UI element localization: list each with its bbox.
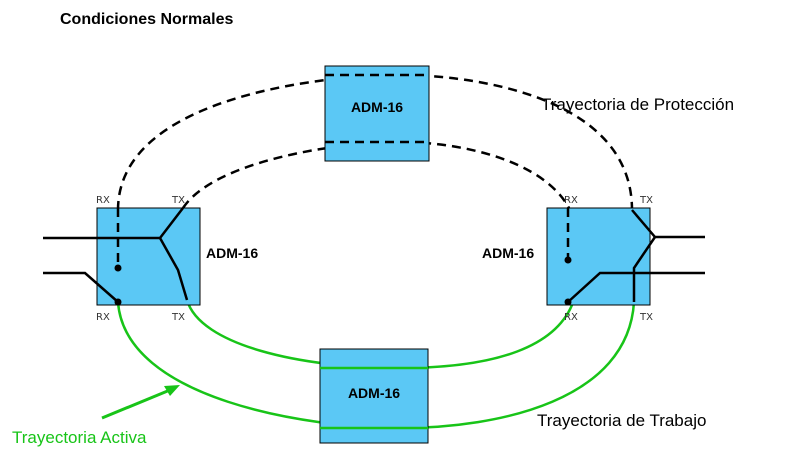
right-rx-bottom: RX — [564, 312, 578, 323]
node-right-label: ADM-16 — [482, 245, 534, 261]
node-left-label: ADM-16 — [206, 245, 258, 261]
left-tx-bottom: TX — [171, 312, 185, 323]
right-tx-bottom: TX — [639, 312, 653, 323]
diagram-title: Condiciones Normales — [60, 11, 233, 28]
right-tx-top: TX — [639, 195, 653, 206]
arrow-head-icon — [164, 385, 180, 396]
active-path-arrow — [101, 388, 171, 420]
working-path-label: Trayectoria de Trabajo — [537, 411, 706, 430]
protection-path-label: Trayectoria de Protección — [541, 95, 734, 114]
right-rx-top: RX — [564, 195, 578, 206]
left-rx-top: RX — [96, 195, 110, 206]
node-bottom-label: ADM-16 — [348, 385, 400, 401]
node-top — [324, 65, 430, 162]
left-rx-bottom: RX — [96, 312, 110, 323]
left-tx-top: TX — [171, 195, 185, 206]
active-path-label: Trayectoria Activa — [12, 428, 147, 447]
node-top-label: ADM-16 — [351, 99, 403, 115]
